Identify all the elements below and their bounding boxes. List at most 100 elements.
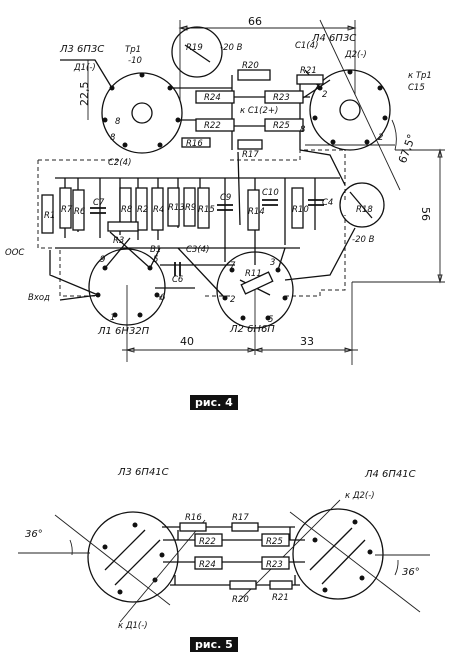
- c4-label: C4: [322, 198, 333, 208]
- c10-label: C10: [262, 188, 279, 198]
- resistors-fig5: [179, 522, 293, 590]
- dim-bottom-left-label: 40: [180, 335, 194, 348]
- r11-label: R11: [245, 269, 262, 279]
- dim-bottom-right-label: 33: [300, 335, 314, 348]
- d2-label: Д2(-): [344, 50, 367, 60]
- k-c-label: к С1(2+): [240, 106, 278, 116]
- r18-label: R18: [356, 205, 373, 215]
- fig5-r24-label: R24: [199, 560, 216, 570]
- labels-fig5: Л3 6П41С Л4 6П41С к Д2(-) к Д1(-) 36° 36…: [25, 467, 420, 631]
- figure-5: Л3 6П41С Л4 6П41С к Д2(-) к Д1(-) 36° 36…: [18, 467, 430, 631]
- pin-label-10: 1: [110, 313, 115, 323]
- r16-label: R16: [186, 139, 203, 149]
- r25-label: R25: [273, 121, 290, 131]
- r15-label: R15: [198, 205, 215, 215]
- resistor-r6-body: [72, 189, 85, 231]
- r4-label: R4: [153, 205, 164, 215]
- c6-label: C6: [172, 275, 184, 285]
- resistor-r23-body: [264, 90, 304, 104]
- dim-angle: 67,5°: [305, 19, 418, 191]
- dim-right: 56: [352, 148, 445, 284]
- resistor-r4-body: [151, 187, 164, 231]
- resistor-r13-body: [167, 187, 180, 227]
- resistor-r14-body: [247, 189, 260, 231]
- pin-label-12: 2: [230, 295, 235, 305]
- r3-label: R3: [113, 236, 124, 246]
- fig5-r25-label: R25: [266, 537, 283, 547]
- resistor-r20-fig5-body: [229, 580, 257, 590]
- tube-l1-socket: [88, 248, 166, 326]
- dim-angle-label: 67,5°: [396, 132, 418, 165]
- r13-label: R13: [168, 203, 185, 213]
- tube-l2-label: Л2 6Н6П: [229, 324, 275, 335]
- resistor-r23-fig5-body: [261, 556, 290, 570]
- r2-label: R2: [137, 205, 148, 215]
- fig5-angle-right-label: 36°: [402, 567, 420, 578]
- fig5-angle-lines: [18, 499, 430, 623]
- fig5-tube-l3-label: Л3 6П41С: [117, 467, 169, 478]
- r22-label: R22: [204, 121, 221, 131]
- fig5-r17-label: R17: [232, 513, 249, 523]
- r19-label: R19: [186, 43, 203, 53]
- r24-label: R24: [204, 93, 221, 103]
- r21-label: R21: [300, 66, 317, 76]
- fig5-d2-label: к Д2(-): [345, 491, 375, 501]
- minus20-top-label: -20 В: [220, 43, 243, 53]
- r9-label: R9: [185, 203, 196, 213]
- figure-4-caption: рис. 4: [190, 395, 238, 410]
- pin-label-8: 5: [153, 255, 158, 265]
- resistor-r22-fig5-body: [194, 533, 223, 547]
- dim-top-label: 66: [248, 15, 262, 28]
- resistor-r16-body: [181, 137, 211, 148]
- figure-5-caption: рис. 5: [190, 637, 238, 652]
- resistor-r16-fig5-body: [179, 522, 207, 532]
- pin-label-5: 3: [270, 258, 275, 268]
- pin-label-6: 7: [230, 261, 236, 271]
- tube-l4-label: Л4 6П3С: [311, 33, 356, 44]
- pin-label-2: 2: [322, 90, 327, 100]
- r6-label: R6: [74, 207, 86, 217]
- vhod-label: Вход: [28, 293, 50, 303]
- figure-4: 66 22,5 56 67,5° 40: [5, 15, 445, 365]
- pin-label-0: 8: [115, 117, 121, 127]
- v1-label: В1: [150, 245, 161, 255]
- dim-bottom: 40 33: [122, 282, 358, 365]
- resistor-r2-body: [135, 187, 148, 231]
- pin-label-9: 6: [160, 293, 166, 303]
- resistor-r24-body: [195, 90, 235, 104]
- capacitor-c7-plates: [90, 207, 106, 214]
- resistor-r1-body: [41, 194, 54, 234]
- resistors-fig4: [41, 69, 324, 295]
- capacitor-c10-plates: [262, 199, 278, 206]
- tp1-right-label: к Тр1: [408, 71, 432, 81]
- board-outline: [37, 149, 346, 300]
- resistor-r7-body: [59, 187, 72, 229]
- tube-l4-socket: [309, 69, 391, 151]
- capacitors-fig4: [90, 199, 324, 276]
- c15-label: С15: [408, 83, 425, 93]
- fig5-angle-left-label: 36°: [25, 529, 43, 540]
- d1-label: Д1(-): [73, 63, 96, 73]
- resistor-r15-body: [197, 187, 210, 229]
- fig5-r22-label: R22: [199, 537, 216, 547]
- c2-label: С2(4): [108, 158, 131, 168]
- fig5-r16-label: R16: [185, 513, 202, 523]
- r23-label: R23: [273, 93, 290, 103]
- c7-label: C7: [93, 198, 105, 208]
- resistor-r21-body: [296, 74, 324, 85]
- resistor-r20-body: [237, 69, 271, 81]
- resistor-r3-body: [107, 221, 139, 232]
- c1-label: С1(4): [295, 41, 318, 51]
- tube-l3-label: Л3 6П3С: [59, 44, 104, 55]
- dim-right-label: 56: [419, 207, 432, 221]
- resistor-r21-fig5-body: [269, 580, 293, 590]
- dim-left-label: 22,5: [78, 82, 91, 107]
- pin-label-11: 5: [268, 315, 273, 325]
- resistor-r25-fig5-body: [261, 533, 290, 547]
- r17-label: R17: [242, 150, 259, 160]
- r14-label: R14: [248, 207, 265, 217]
- capacitor-c4-plates: [308, 199, 324, 206]
- resistor-r9-body: [183, 187, 196, 227]
- fig5-angle-arc-left: [69, 539, 73, 556]
- dim-top: 66: [178, 15, 357, 100]
